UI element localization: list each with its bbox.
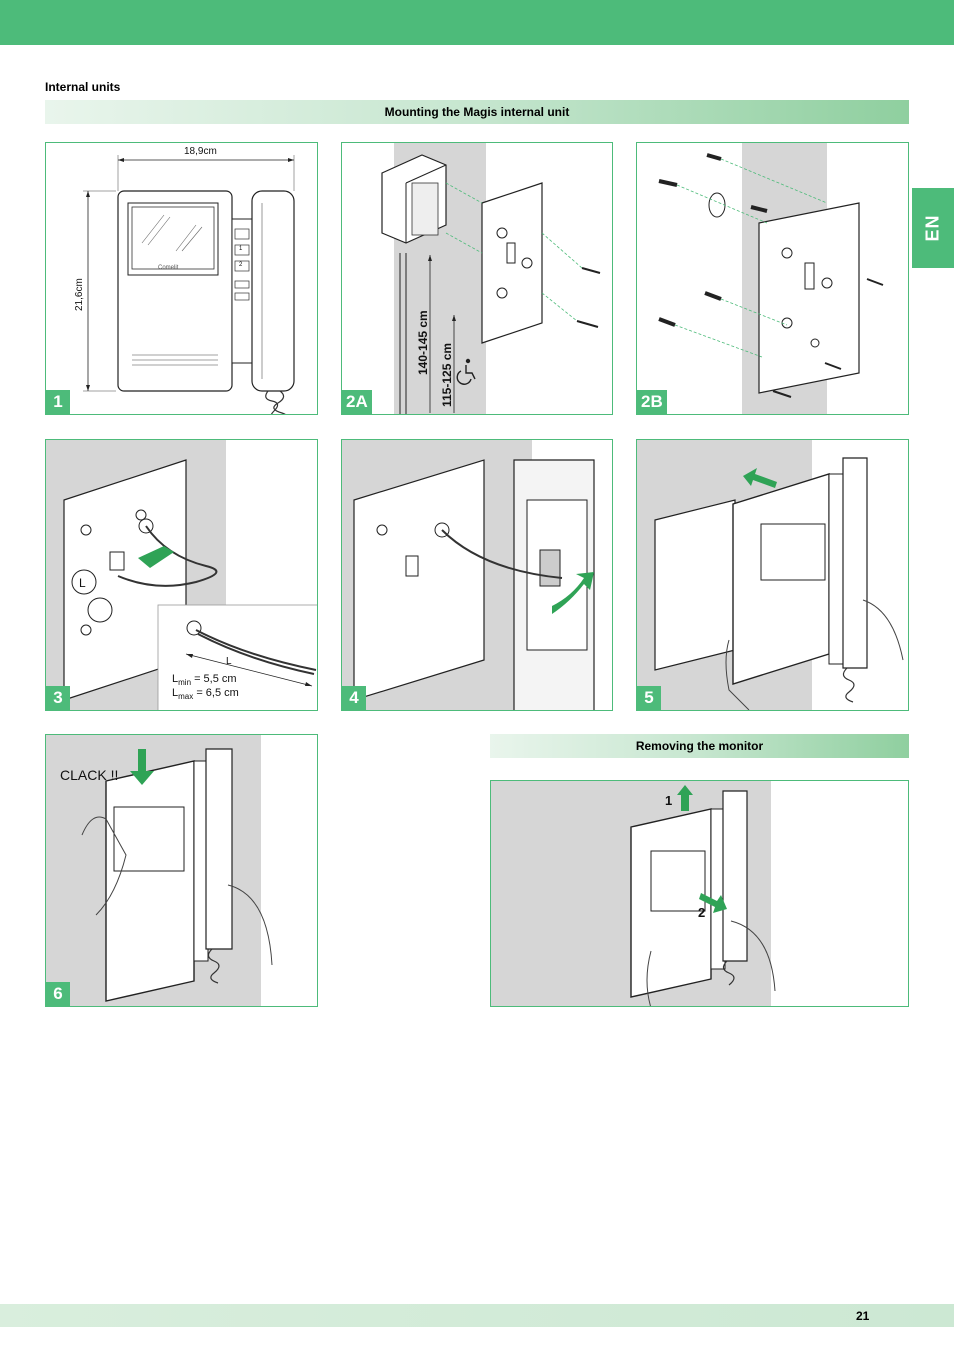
step-3-panel: L L Lmin = 5,5 cm Lmax = 6,5 cm 3 [45,439,318,711]
connector-insertion-drawing [342,440,595,710]
bottom-color-bar [0,1304,954,1327]
mounting-height-label: 140-145 cm [416,310,430,375]
monitor-dimensions-drawing [83,155,295,414]
language-tab-label: EN [922,214,943,242]
monitor-slide-on-drawing [637,440,904,710]
width-dimension-label: 18,9cm [184,146,217,157]
step-2a-panel: 140-145 cm 115-125 cm 2A [341,142,613,415]
monitor-removal-drawing [491,781,776,1006]
page-number: 21 [856,1309,870,1323]
step-4-panel: 4 [341,439,613,711]
section-title: Internal units [45,80,121,94]
step-2a-badge: 2A [342,390,372,414]
accessible-height-label: 115-125 cm [440,342,454,407]
cable-preparation-drawing [46,440,317,710]
monitor-removal-panel: 1 2 [490,780,909,1007]
cable-min-length: Lmin = 5,5 cm [172,673,237,688]
removing-section-band: Removing the monitor [490,734,909,758]
monitor-click-in-drawing [46,735,273,1006]
removal-step-2-label: 2 [698,905,706,920]
removing-band-title: Removing the monitor [635,739,764,753]
height-dimension-label: 21,6cm [74,278,85,311]
step-1-badge: 1 [46,390,70,414]
wall-box-mounting-drawing [381,143,601,414]
monitor-key-2-label: 2 [239,262,243,268]
top-color-bar [0,0,954,45]
plate-wall-plugs-drawing [658,143,884,414]
click-sound-label: CLACK !! [60,767,119,783]
cable-max-length: Lmax = 6,5 cm [172,687,239,702]
step-3-badge: 3 [46,686,70,710]
removal-step-1-label: 1 [665,793,673,808]
step-6-panel: CLACK !! 6 [45,734,318,1007]
step-1-panel: 18,9cm 21,6cm Comelit 1 2 1 [45,142,318,415]
step-5-panel: 5 [636,439,909,711]
language-tab[interactable]: EN [912,188,954,268]
step-2b-badge: 2B [637,390,667,414]
step-6-badge: 6 [46,982,70,1006]
step-4-badge: 4 [342,686,366,710]
brand-logo: Comelit [158,265,179,271]
step-5-badge: 5 [637,686,661,710]
monitor-key-1-label: 1 [239,246,243,252]
mounting-band-title: Mounting the Magis internal unit [384,105,570,119]
cable-length-marker: L [79,576,86,590]
step-2b-panel: 2B [636,142,909,415]
cable-length-detail-label: L [226,656,232,667]
mounting-section-band: Mounting the Magis internal unit [45,100,909,124]
